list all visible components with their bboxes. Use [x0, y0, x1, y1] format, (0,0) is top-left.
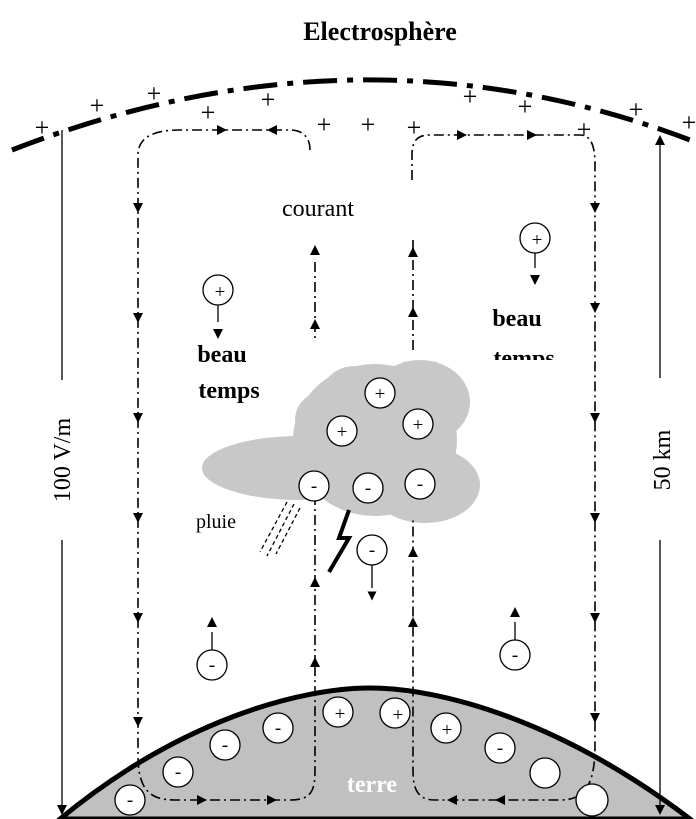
ground-charges: - - - - + + + -	[114, 696, 609, 817]
falling-negative-charge: -	[356, 534, 388, 601]
cloud-plus: +	[375, 384, 386, 405]
flow-arrows	[133, 125, 600, 805]
rising-ion-left: -	[196, 617, 228, 681]
left-downward-current	[137, 129, 316, 801]
ground-plus: +	[393, 705, 404, 726]
fair-weather-label-left-2: temps	[198, 378, 259, 404]
current-label: courant	[282, 196, 354, 222]
plus-sign: +	[90, 91, 105, 120]
ground-plus: +	[442, 720, 453, 741]
fair-weather-ion-right: +	[519, 222, 551, 285]
plus-sign: +	[577, 115, 592, 144]
rising-ion-right: -	[499, 607, 531, 671]
ground-minus: -	[175, 762, 181, 783]
plus-sign: +	[518, 92, 533, 121]
falling-minus: -	[369, 540, 375, 561]
plus-sign: +	[35, 113, 50, 142]
cloud-plus: +	[337, 422, 348, 443]
lightning-bolt-icon	[327, 509, 353, 574]
ion-minus: -	[512, 645, 518, 666]
field-strength-label: 100 V/m	[50, 418, 76, 503]
ground-minus: -	[275, 718, 281, 739]
electrosphere-title: Electrosphère	[303, 17, 457, 46]
plus-sign: +	[407, 113, 422, 142]
rain-streaks	[259, 501, 301, 557]
ion-minus: -	[209, 655, 215, 676]
fair-weather-label-right-1: beau	[492, 306, 541, 332]
electrosphere-charges: + + + + + + + + + + + + +	[35, 79, 696, 144]
ion-plus: +	[532, 230, 543, 251]
ground-minus: -	[497, 738, 503, 759]
rain-label: pluie	[196, 511, 236, 533]
plus-sign: +	[261, 85, 276, 114]
field-scale: 100 V/m	[50, 130, 76, 815]
cloud-charges: + + + - - -	[298, 377, 436, 504]
earth	[56, 685, 695, 819]
cloud-minus: -	[365, 478, 371, 499]
plus-sign: +	[682, 108, 696, 137]
cloud-minus: -	[311, 476, 317, 497]
plus-sign: +	[463, 82, 478, 111]
fair-weather-label-right-2-clip: temps	[493, 346, 554, 372]
ground-plus: +	[335, 704, 346, 725]
cloud-plus: +	[413, 415, 424, 436]
plus-sign: +	[317, 110, 332, 139]
cloud-minus: -	[417, 474, 423, 495]
fair-weather-ion-left: +	[202, 274, 234, 339]
right-downward-current	[411, 134, 596, 801]
ground-minus: -	[127, 790, 133, 811]
plus-sign: +	[629, 95, 644, 124]
ground-minus: -	[222, 735, 228, 756]
earth-label: terre	[347, 772, 398, 798]
plus-sign: +	[147, 79, 162, 108]
fair-weather-label-right-2: temps	[493, 346, 554, 372]
height-scale: 50 km	[650, 135, 676, 815]
ion-plus: +	[215, 282, 226, 303]
plus-sign: +	[201, 98, 216, 127]
fair-weather-label-left-1: beau	[197, 342, 246, 368]
altitude-label: 50 km	[650, 429, 676, 490]
plus-sign: +	[361, 110, 376, 139]
